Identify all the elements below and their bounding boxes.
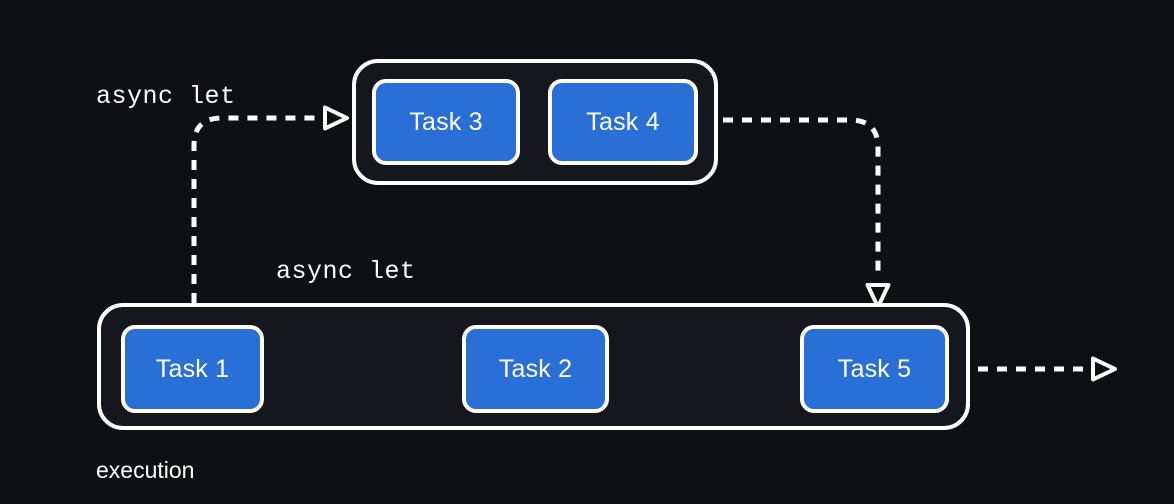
label-async-let-top: async let <box>96 82 236 111</box>
arrowhead-task5-to-exit <box>1091 356 1117 382</box>
arrowhead-task1-to-async-let-group <box>323 105 349 131</box>
connector-async-let-group-to-task5 <box>723 117 881 278</box>
task-box-task-2[interactable]: Task 2 <box>462 325 609 413</box>
label-async-let-bottom: async let <box>276 257 416 286</box>
task-box-task-5[interactable]: Task 5 <box>800 325 949 413</box>
task-box-task-4[interactable]: Task 4 <box>548 79 698 165</box>
task-box-task-1[interactable]: Task 1 <box>121 325 264 413</box>
label-execution: execution <box>96 457 195 483</box>
task-box-task-3[interactable]: Task 3 <box>372 79 520 165</box>
